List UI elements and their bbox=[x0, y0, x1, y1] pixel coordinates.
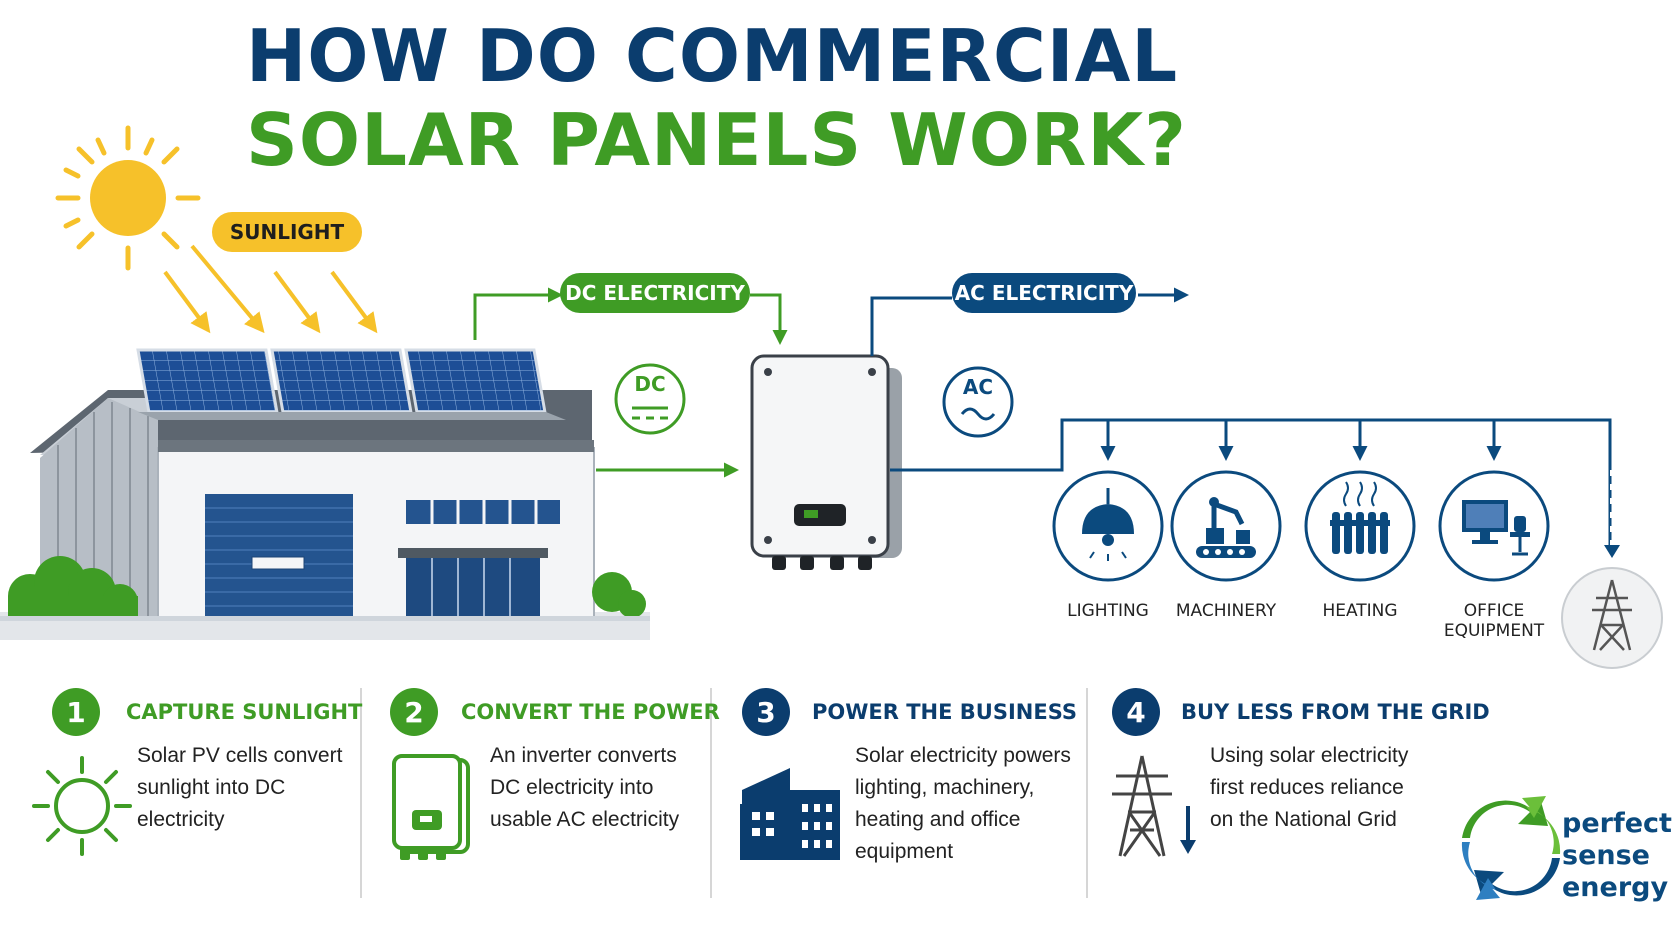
page-title-line-1: HOW DO COMMERCIAL bbox=[246, 14, 1179, 98]
dc-symbol-icon bbox=[614, 363, 686, 435]
load-label-heating: HEATING bbox=[1322, 601, 1398, 621]
logo-line-3: energy bbox=[1562, 872, 1669, 903]
step3-desc-line: lighting, machinery, bbox=[855, 776, 1035, 799]
step2-desc-line: DC electricity into bbox=[490, 776, 654, 799]
step3-number-badge: 3 bbox=[742, 688, 790, 736]
solar-panel-array bbox=[136, 348, 566, 420]
step3-desc-line: Solar electricity powers bbox=[855, 744, 1071, 767]
step1-title: CAPTURE SUNLIGHT bbox=[126, 700, 363, 724]
logo-line-1: perfect bbox=[1562, 808, 1672, 839]
step1-desc-line: Solar PV cells convert bbox=[137, 744, 343, 767]
step1-number-badge: 1 bbox=[52, 688, 100, 736]
perfect-sense-energy-logo-mark bbox=[1461, 796, 1561, 900]
sunlight-ray-arrows bbox=[163, 244, 378, 334]
heating-load-icon bbox=[1304, 470, 1416, 582]
dc-wire-arrows bbox=[473, 287, 788, 478]
office-equipment-load-icon bbox=[1438, 470, 1550, 582]
load-label-office-equipment: OFFICE EQUIPMENT bbox=[1414, 601, 1574, 642]
step2-number-badge: 2 bbox=[390, 688, 438, 736]
dc-electricity-label: DC ELECTRICITY bbox=[560, 273, 750, 313]
step4-desc-line: on the National Grid bbox=[1210, 808, 1397, 831]
sun-icon bbox=[55, 125, 201, 271]
grid-export-arrowhead bbox=[1604, 545, 1620, 558]
step4-description: Using solar electricity first reduces re… bbox=[1210, 740, 1408, 836]
step2-desc-line: usable AC electricity bbox=[490, 808, 680, 831]
step3-desc-line: heating and office bbox=[855, 808, 1021, 831]
grid-pylon-icon bbox=[1561, 567, 1663, 669]
step-divider-3 bbox=[1086, 688, 1088, 898]
ac-symbol-icon bbox=[942, 366, 1014, 438]
lighting-load-icon bbox=[1052, 470, 1164, 582]
step2-title: CONVERT THE POWER bbox=[461, 700, 720, 724]
sunlight-label: SUNLIGHT bbox=[212, 212, 362, 252]
load-label-lighting: LIGHTING bbox=[1067, 601, 1149, 621]
step4-pylon-down-icon bbox=[1112, 755, 1196, 857]
step3-desc-line: equipment bbox=[855, 840, 954, 863]
logo-line-2: sense bbox=[1562, 840, 1650, 871]
ac-symbol-text: AC bbox=[962, 375, 994, 399]
commercial-building-illustration bbox=[0, 390, 650, 640]
step4-number-badge: 4 bbox=[1112, 688, 1160, 736]
step1-desc-line: electricity bbox=[137, 808, 225, 831]
step2-desc-line: An inverter converts bbox=[490, 744, 677, 767]
machinery-load-icon bbox=[1170, 470, 1282, 582]
dc-symbol-text: DC bbox=[634, 372, 666, 396]
step3-title: POWER THE BUSINESS bbox=[812, 700, 1078, 724]
step3-description: Solar electricity powers lighting, machi… bbox=[855, 740, 1071, 868]
load-label-office: OFFICE bbox=[1463, 601, 1525, 621]
load-label-equipment: EQUIPMENT bbox=[1443, 621, 1545, 642]
step1-description: Solar PV cells convert sunlight into DC … bbox=[137, 740, 342, 836]
load-label-machinery: MACHINERY bbox=[1175, 601, 1277, 621]
step1-sun-outline-icon bbox=[32, 756, 132, 856]
step4-desc-line: first reduces reliance bbox=[1210, 776, 1404, 799]
step4-desc-line: Using solar electricity bbox=[1210, 744, 1409, 767]
step2-description: An inverter converts DC electricity into… bbox=[490, 740, 679, 836]
ac-electricity-label: AC ELECTRICITY bbox=[952, 273, 1136, 313]
perfect-sense-energy-logo-text: perfect sense energy bbox=[1562, 808, 1672, 904]
step-divider-1 bbox=[360, 688, 362, 898]
inverter-illustration bbox=[750, 354, 902, 570]
step1-desc-line: sunlight into DC bbox=[137, 776, 286, 799]
page-title-line-2: SOLAR PANELS WORK? bbox=[246, 98, 1187, 182]
ac-wire-arrows bbox=[870, 287, 1612, 552]
step2-inverter-icon bbox=[392, 754, 470, 860]
step3-building-icon bbox=[740, 768, 840, 860]
step4-title: BUY LESS FROM THE GRID bbox=[1181, 700, 1490, 724]
step-divider-2 bbox=[710, 688, 712, 898]
